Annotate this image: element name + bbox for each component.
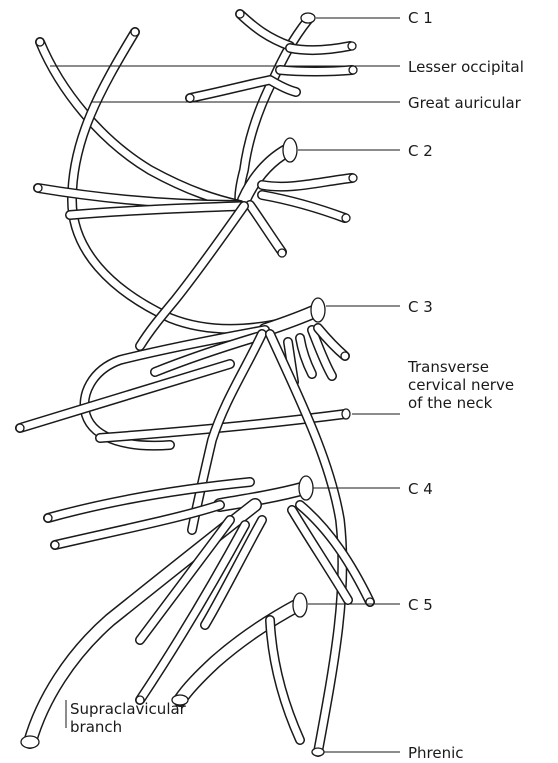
c5-descending-branch bbox=[270, 620, 300, 740]
c4-right-cut-end bbox=[366, 598, 374, 606]
c4-root-nerve bbox=[220, 488, 305, 505]
c3-twig-cut-end bbox=[341, 352, 349, 360]
supraclavicular-cut-end bbox=[21, 736, 39, 748]
nerve-end-caps bbox=[16, 10, 374, 756]
label-transverse-line-2: cervical nerve bbox=[408, 376, 514, 394]
label-c3: C 3 bbox=[408, 298, 433, 316]
label-c5: C 5 bbox=[408, 596, 433, 614]
c2-lower-twig bbox=[262, 195, 345, 218]
left-lower-branch bbox=[20, 364, 230, 428]
label-supraclavicular-line-1: Supraclavicular bbox=[70, 700, 187, 718]
great-auricular-root-branch bbox=[190, 80, 296, 98]
c2-cross-cut-end bbox=[34, 184, 42, 192]
c2-lower-cut-end bbox=[342, 214, 350, 222]
lesser-occipital-trunk-cut-end bbox=[36, 38, 44, 46]
c2-upper-cut-end bbox=[349, 174, 357, 182]
c2-descending-twig bbox=[250, 205, 282, 252]
c3-small-twig-1 bbox=[300, 338, 312, 374]
label-transverse-line-1: Transverse bbox=[407, 358, 489, 376]
label-transverse-line-3: of the neck bbox=[408, 394, 493, 412]
c2-cut-end bbox=[283, 138, 297, 162]
label-lesser-occipital: Lesser occipital bbox=[408, 58, 524, 76]
c1-twig-cut-end bbox=[236, 10, 244, 18]
nerve-network bbox=[16, 10, 374, 756]
c1-forward-twig bbox=[290, 46, 350, 50]
great-auricular-nerve bbox=[72, 32, 318, 329]
label-great-auricular: Great auricular bbox=[408, 94, 522, 112]
phrenic-cut-end bbox=[312, 748, 324, 756]
c2-descending-cut-end bbox=[278, 249, 286, 257]
c4-lower-left-cut-end bbox=[51, 541, 59, 549]
c2-cross-branch-lower bbox=[70, 206, 242, 215]
lesser-occipital-cut-end bbox=[349, 66, 357, 74]
c4-cut-end bbox=[299, 476, 313, 500]
label-phrenic: Phrenic bbox=[408, 744, 464, 762]
c1-upper-twig bbox=[240, 14, 290, 46]
lesser-occipital-branch bbox=[280, 70, 352, 72]
great-auricular-root-cut-end bbox=[186, 94, 194, 102]
label-supraclavicular-line-2: branch bbox=[70, 718, 122, 736]
c3-cut-end bbox=[311, 298, 325, 322]
label-c4: C 4 bbox=[408, 480, 433, 498]
transverse-cut-end bbox=[342, 409, 350, 419]
c2-upper-twig bbox=[262, 178, 352, 187]
c1-cut-end bbox=[301, 13, 315, 23]
label-c1: C 1 bbox=[408, 9, 433, 27]
label-c2: C 2 bbox=[408, 142, 433, 160]
c4-upper-left-cut-end bbox=[44, 514, 52, 522]
c1-forward-cut-end bbox=[348, 42, 356, 50]
left-lower-cut-end bbox=[16, 424, 24, 432]
c5-cut-end bbox=[293, 593, 307, 617]
great-auricular-trunk-cut-end bbox=[131, 28, 139, 36]
